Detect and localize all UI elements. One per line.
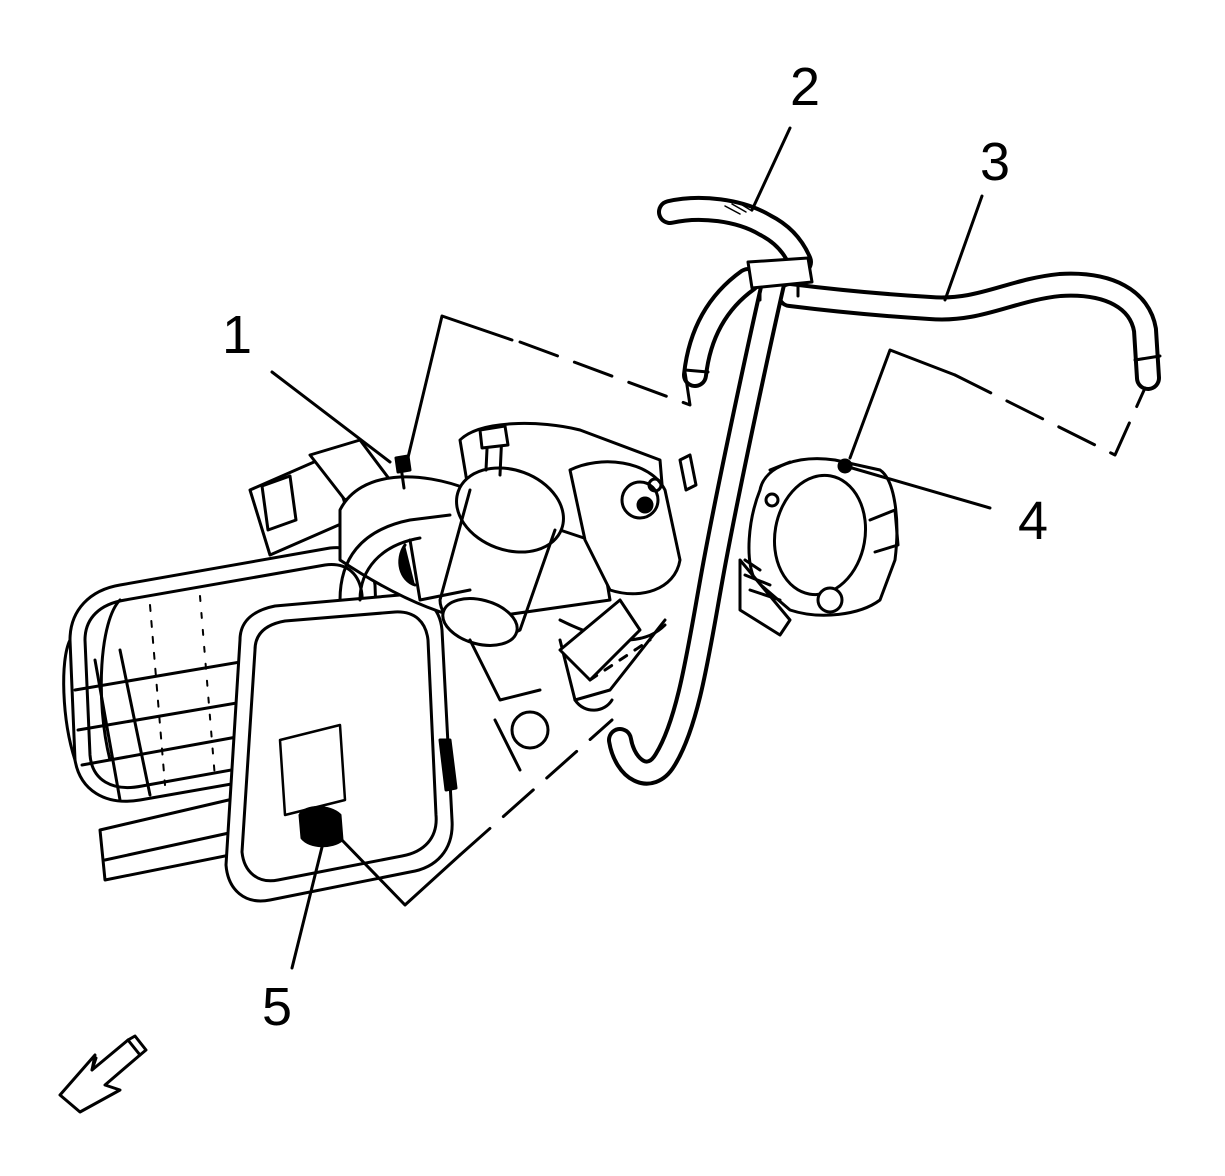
- forward-direction-arrow-icon: [58, 1034, 148, 1114]
- leader-3: [943, 194, 984, 302]
- callout-2: 2: [790, 57, 821, 117]
- callout-5: 5: [262, 977, 293, 1037]
- bracket-1: [403, 314, 514, 472]
- air-pump: [738, 457, 900, 637]
- bracket-4: [848, 348, 957, 460]
- valve-assembly: [248, 421, 698, 792]
- leader-4: [850, 466, 992, 510]
- cover-plate: [224, 593, 454, 903]
- bracket-5: [338, 836, 462, 907]
- hose-main: [607, 262, 788, 786]
- hose-tee-connector: [746, 256, 814, 302]
- callout-4: 4: [1018, 491, 1049, 551]
- leader-1: [270, 370, 392, 464]
- callout-1: 1: [222, 305, 253, 365]
- leader-2: [750, 126, 792, 212]
- hose-3: [777, 271, 1162, 391]
- leader-5: [290, 833, 327, 970]
- callout-3: 3: [980, 132, 1011, 192]
- leader-lines: [270, 126, 1147, 970]
- hose-2: [657, 195, 813, 275]
